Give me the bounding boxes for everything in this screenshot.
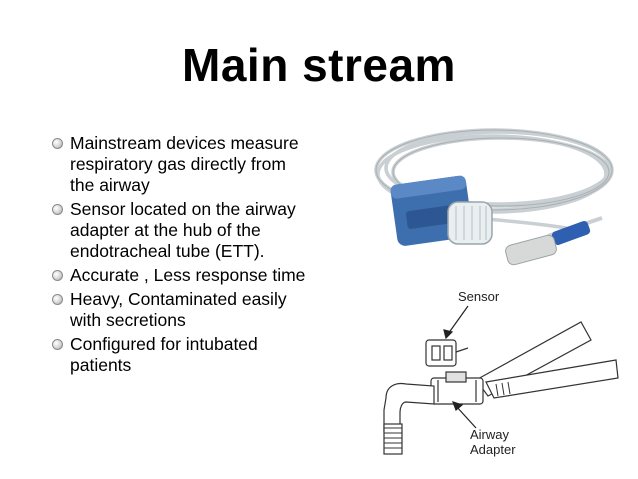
bullet-text: Accurate , Less response time [70, 265, 306, 285]
bullet-icon [52, 270, 63, 281]
bullet-text: Sensor located on the airway adapter at … [70, 199, 296, 261]
bullet-item: Mainstream devices measure respiratory g… [52, 133, 314, 196]
airway-adapter-label: Airway Adapter [470, 427, 516, 457]
bullet-text: Heavy, Contaminated easily with secretio… [70, 289, 287, 330]
airway-adapter-diagram [383, 305, 619, 455]
bullet-item: Heavy, Contaminated easily with secretio… [52, 289, 314, 331]
bullet-item: Configured for intubated patients [52, 334, 314, 376]
bullet-list: Mainstream devices measure respiratory g… [52, 133, 314, 379]
bullet-item: Accurate , Less response time [52, 265, 314, 286]
sensor-cable-photo [374, 128, 614, 266]
sensor-label: Sensor [458, 289, 500, 304]
slide-title: Main stream [182, 39, 456, 91]
bullet-item: Sensor located on the airway adapter at … [52, 199, 314, 262]
bullet-icon [52, 339, 63, 350]
bullet-text: Mainstream devices measure respiratory g… [70, 133, 299, 195]
bullet-icon [52, 204, 63, 215]
bullet-text: Configured for intubated patients [70, 334, 258, 375]
bullet-icon [52, 138, 63, 149]
bullet-icon [52, 294, 63, 305]
